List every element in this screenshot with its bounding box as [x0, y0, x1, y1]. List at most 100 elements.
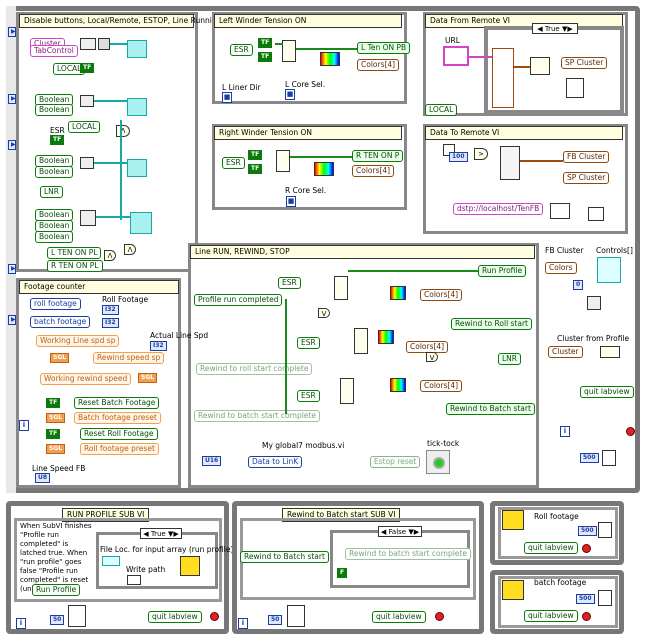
property-node-3[interactable] [127, 159, 147, 177]
roll-footage-ctl[interactable]: roll footage [30, 298, 81, 310]
lnr-terminal[interactable]: LNR [40, 186, 63, 198]
boolean-terminal-7[interactable]: Boolean [35, 231, 74, 243]
rewind-batch-complete-sub[interactable]: Rewind to batch start complete [345, 548, 471, 560]
right-select-node[interactable] [276, 150, 290, 172]
rewind-speed-sp[interactable]: Rewind speed sp [93, 352, 165, 364]
bundle-node-1b[interactable] [98, 38, 110, 50]
run-case-selector[interactable]: ◀ True ▼▶ [140, 528, 182, 539]
write-node[interactable] [550, 203, 570, 219]
dstp-url-const[interactable]: dstp://localhost/TenFB [453, 203, 544, 215]
quit-labview-run[interactable]: quit labview [148, 611, 202, 623]
line-colors-node-1[interactable] [390, 286, 406, 300]
data-to-link-terminal[interactable]: Data to LinK [248, 456, 303, 468]
local-constant[interactable]: LOCAL [53, 63, 86, 75]
property-node-2[interactable] [127, 98, 147, 116]
working-line-spd[interactable]: Working Line spd sp [36, 335, 120, 347]
fb-cluster-label: FB Cluster [545, 246, 584, 255]
bundle-node-4[interactable] [80, 210, 96, 226]
wait-ms-node-main[interactable] [602, 450, 616, 466]
batch-subvi-icon[interactable] [502, 580, 524, 600]
stop-icon-roll[interactable] [582, 544, 591, 553]
remote-cluster-node[interactable] [530, 57, 550, 75]
property-node-1[interactable] [127, 40, 147, 58]
line-esr-2[interactable]: ESR [297, 337, 320, 349]
line-colors-node-2[interactable] [378, 330, 394, 344]
quit-labview-main[interactable]: quit labview [580, 386, 634, 398]
reset-roll-footage[interactable]: Reset Roll Footage [80, 428, 158, 440]
compare-node[interactable]: > [474, 148, 488, 160]
working-rewind-speed[interactable]: Working rewind speed [40, 373, 132, 385]
line-select-2[interactable] [354, 328, 368, 354]
remote-error-node[interactable] [566, 78, 584, 98]
url-label: URL [445, 36, 460, 45]
left-esr-terminal[interactable]: ESR [230, 44, 253, 56]
line-colors-node-3[interactable] [390, 378, 406, 392]
bundle-node-1[interactable] [80, 38, 96, 50]
wait-node-roll[interactable] [598, 522, 612, 538]
info-icon-footage: i [19, 420, 29, 431]
bundle-node-3[interactable] [80, 157, 94, 169]
bundle-node-2[interactable] [80, 95, 94, 107]
stop-icon-rewind[interactable] [435, 612, 444, 621]
remote-local-terminal[interactable]: LOCAL [425, 104, 458, 116]
cluster-profile-terminal[interactable]: Cluster [548, 346, 583, 358]
wait-node-batch[interactable] [598, 590, 612, 606]
batch-footage-preset[interactable]: Batch footage preset [74, 412, 161, 424]
rewind-batch-start-terminal[interactable]: Rewind to Batch start [240, 551, 329, 563]
file-path-node[interactable] [102, 556, 120, 566]
url-terminal[interactable] [443, 46, 469, 66]
and-gate-1[interactable]: Λ [116, 125, 130, 137]
r-ten-terminal[interactable]: R TEN ON PL [47, 260, 103, 272]
run-profile-terminal[interactable]: Run Profile [32, 584, 81, 596]
remote-read-node[interactable] [492, 48, 514, 108]
boolean-terminal-6[interactable]: Boolean [35, 220, 74, 232]
line-select-1[interactable] [334, 276, 348, 300]
quit-labview-batch[interactable]: quit labview [524, 610, 578, 622]
batch-footage-ctl[interactable]: batch footage [30, 316, 91, 328]
quit-labview-rewind[interactable]: quit labview [372, 611, 426, 623]
boolean-terminal-2[interactable]: Boolean [35, 104, 74, 116]
local-terminal-2[interactable]: LOCAL [68, 121, 101, 133]
stop-icon-batch[interactable] [582, 612, 591, 621]
right-esr-terminal[interactable]: ESR [222, 157, 245, 169]
wait-node-rewind[interactable] [287, 605, 305, 627]
const-50-rewind: 50 [268, 615, 283, 625]
unbundle-node[interactable] [600, 346, 620, 358]
or-gate-2[interactable]: V [426, 352, 438, 362]
profile-completed-terminal[interactable]: Profile run completed [194, 294, 283, 306]
array-node[interactable] [500, 146, 520, 180]
line-esr-3[interactable]: ESR [297, 390, 320, 402]
wait-node-run[interactable] [68, 605, 86, 627]
stop-icon-main[interactable] [626, 427, 635, 436]
to-remote-error-node[interactable] [588, 207, 604, 221]
controls-array-node[interactable] [597, 257, 621, 283]
line-select-3[interactable] [340, 378, 354, 404]
line-esr-1[interactable]: ESR [278, 277, 301, 289]
left-select-node[interactable] [282, 40, 296, 62]
cluster-from-profile-label: Cluster from Profile [557, 334, 630, 343]
or-gate-1[interactable]: V [318, 308, 330, 318]
tab-control-terminal[interactable]: TabControl [30, 45, 78, 57]
and-gate-3[interactable]: Λ [124, 244, 136, 255]
quit-labview-roll[interactable]: quit labview [524, 542, 578, 554]
left-colors-node[interactable] [320, 52, 340, 66]
l-ten-terminal[interactable]: L TEN ON PL [47, 247, 102, 259]
rewind-batch-complete[interactable]: Rewind to batch start complete [194, 410, 320, 422]
rewind-roll-complete[interactable]: Rewind to roll start complete [196, 363, 313, 375]
property-node-4[interactable] [130, 212, 152, 234]
line-colors-3: Colors[4] [420, 380, 463, 392]
reset-batch-footage[interactable]: Reset Batch Footage [74, 397, 160, 409]
stop-icon-run[interactable] [210, 612, 219, 621]
and-gate-2[interactable]: Λ [104, 250, 116, 261]
rewind-case-selector[interactable]: ◀ False ▼▶ [378, 526, 422, 537]
run-profile-subvi-icon[interactable] [180, 556, 200, 576]
case-selector-remote[interactable]: ◀ True ▼▶ [532, 23, 578, 34]
right-colors-node[interactable] [314, 162, 334, 176]
fb-colors-terminal[interactable]: Colors [545, 262, 577, 274]
index-node[interactable] [587, 296, 601, 310]
roll-subvi-icon[interactable] [502, 510, 524, 530]
boolean-terminal-4[interactable]: Boolean [35, 166, 74, 178]
roll-footage-preset[interactable]: Roll footage preset [80, 443, 159, 455]
estop-reset-terminal[interactable]: Estop reset [370, 456, 421, 468]
write-path-node[interactable] [127, 575, 141, 585]
